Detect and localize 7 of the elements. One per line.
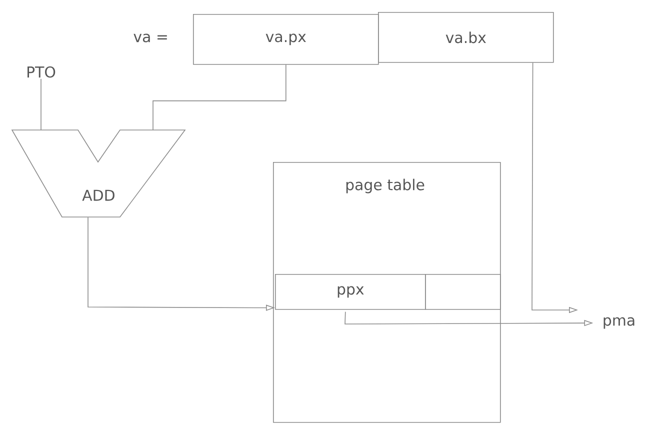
table-entry-cell	[425, 274, 501, 310]
table-entry-cell: ppx	[275, 274, 426, 310]
register-cell: va.bx	[378, 12, 554, 63]
register-cell: va.px	[193, 14, 379, 65]
register-label: va =	[134, 34, 167, 42]
input-label: PTO	[28, 66, 56, 78]
output-label: pma	[604, 317, 634, 329]
